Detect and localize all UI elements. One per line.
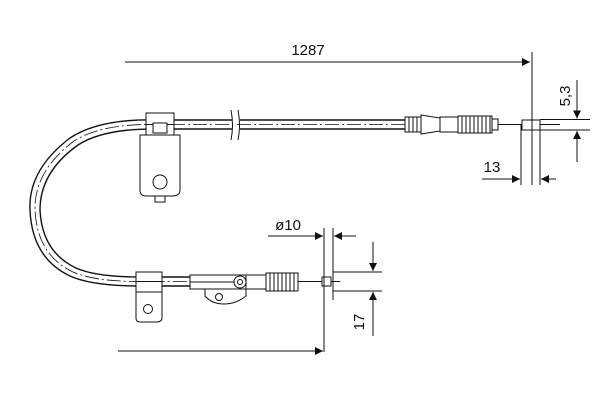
cable-outer-edge [29, 119, 232, 287]
top-bracket-hole [152, 174, 168, 190]
break-mark-right [237, 109, 240, 141]
brake-cable [29, 109, 405, 287]
top-fitting-body [420, 114, 441, 135]
dimension-bottom-offset-label: 17 [351, 314, 368, 331]
top-mounting-bracket [139, 112, 181, 203]
top-bracket-buckle [152, 122, 168, 134]
bottom-fitting-sleeve [245, 274, 267, 290]
top-cable-nipple [521, 119, 541, 131]
dimension-end-offset: 5,3 [540, 80, 590, 162]
bottom-mounting-lug [204, 288, 247, 305]
bottom-spring-boot [265, 272, 299, 292]
dimension-end-offset-label: 5,3 [557, 86, 574, 107]
bottom-end-fitting [189, 272, 340, 305]
bottom-lug-hole [215, 293, 223, 301]
bottom-bracket-hole [143, 304, 153, 314]
top-bracket-tab [154, 195, 166, 203]
break-mark-left [230, 109, 233, 141]
dimension-diameter: ø10 [268, 217, 356, 352]
bottom-cable-nipple [321, 276, 332, 287]
top-spring-boot [457, 115, 493, 134]
dimension-diameter-label: ø10 [275, 217, 301, 234]
dimension-end-length-label: 13 [484, 159, 501, 176]
top-fitting-sleeve [439, 116, 459, 133]
dimension-overall-length: 1287 [125, 42, 533, 185]
cable-centerline [34, 123, 405, 282]
top-end-fitting [404, 114, 560, 135]
cable-inner-edge [39, 128, 232, 278]
dimension-end-length: 13 [482, 125, 556, 185]
dimension-bottom-offset: 17 [333, 242, 382, 336]
top-bracket-plate [139, 134, 181, 197]
dimension-length-label: 1287 [291, 42, 324, 59]
bottom-mounting-bracket [135, 271, 163, 323]
